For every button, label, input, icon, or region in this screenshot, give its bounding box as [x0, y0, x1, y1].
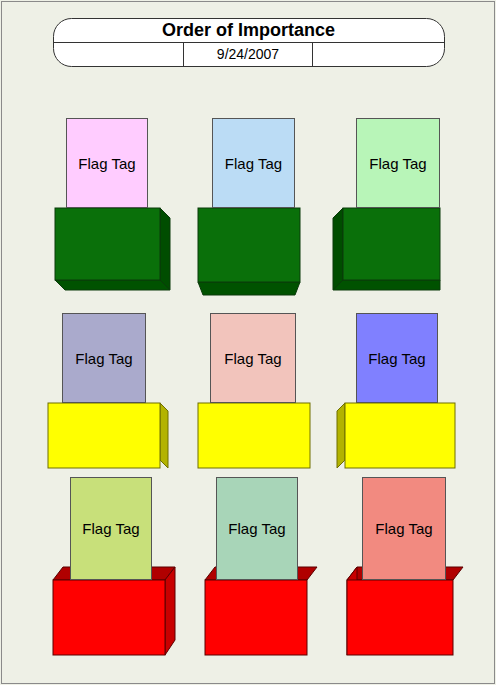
title-block — [54, 19, 445, 67]
flag-tag: Flag Tag — [212, 118, 295, 208]
tag-label: Flag Tag — [228, 520, 285, 537]
tag-label: Flag Tag — [224, 350, 281, 367]
flag-tag: Flag Tag — [216, 477, 298, 580]
flag-tag: Flag Tag — [210, 313, 296, 403]
red-boxes — [53, 567, 463, 655]
flag-tag: Flag Tag — [70, 477, 152, 580]
tag-label: Flag Tag — [375, 520, 432, 537]
diagram-title: Order of Importance — [53, 20, 444, 41]
flag-tag: Flag Tag — [362, 477, 446, 580]
tag-label: Flag Tag — [368, 350, 425, 367]
date-label: 9/24/2007 — [184, 46, 312, 62]
yellow-boxes — [48, 403, 455, 468]
tag-label: Flag Tag — [225, 155, 282, 172]
tag-label: Flag Tag — [78, 155, 135, 172]
tag-label: Flag Tag — [82, 520, 139, 537]
tag-label: Flag Tag — [369, 155, 426, 172]
tag-label: Flag Tag — [75, 350, 132, 367]
flag-tag: Flag Tag — [62, 313, 146, 403]
green-boxes — [55, 208, 440, 295]
flag-tag: Flag Tag — [66, 118, 148, 208]
flag-tag: Flag Tag — [356, 118, 440, 208]
flag-tag: Flag Tag — [356, 313, 438, 403]
